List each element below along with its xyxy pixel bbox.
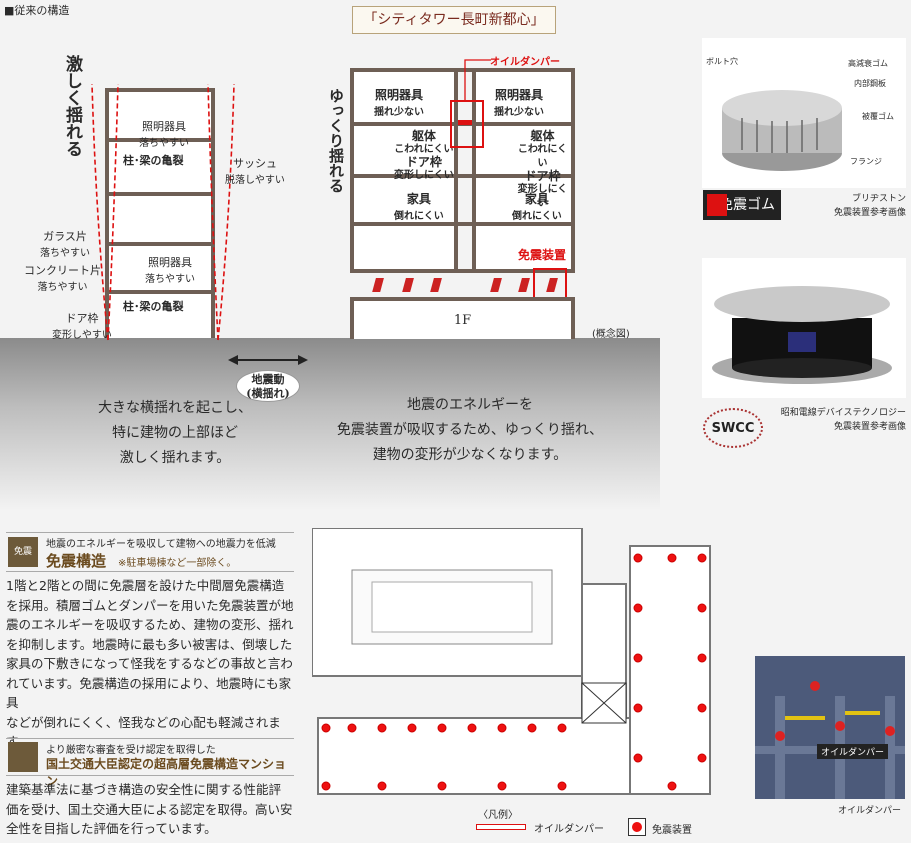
concrete-label: コンクリート片 xyxy=(24,264,101,277)
isolation-icon: 免震 xyxy=(8,537,38,567)
oil-damper-icon xyxy=(458,120,472,125)
light-label: 照明器具 xyxy=(142,120,186,133)
section1-body: 1階と2階との間に免震層を設けた中間層免震構造を採用。積層ゴムとダンパーを用いた… xyxy=(6,578,294,749)
glass-label: ガラス片 xyxy=(43,230,87,243)
floor-plan xyxy=(312,528,711,795)
page-title: 「シティタワー長町新都心」 xyxy=(352,6,556,34)
sway-lines xyxy=(91,83,235,341)
isolator-label: 免震装置 xyxy=(518,248,567,262)
lead-bearing-photo xyxy=(702,258,906,398)
damper-highlight xyxy=(450,100,484,148)
section2-body: 建築基準法に基づき構造の安全性に関する性能評価を受け、国土交通大臣による認定を取… xyxy=(6,782,293,836)
isolator-icons xyxy=(372,278,558,292)
rubber-bearing-photo: ボルト穴 高減衰ゴム 内部鋼板 被覆ゴム フランジ xyxy=(702,38,906,188)
bridgestone-logo: 免震ゴム xyxy=(703,190,781,220)
caption-right: 地震のエネルギーを免震装置が吸収するため、ゆっくり揺れ、建物の変形が少なくなりま… xyxy=(336,397,604,463)
isolator-highlight xyxy=(533,268,567,300)
concept-note: (概念図) xyxy=(592,329,630,340)
section1-header: 免震 地震のエネルギーを吸収して建物への地震力を低減 免震構造 ※駐車場棟など一… xyxy=(6,532,294,572)
legend-damper-label: オイルダンパー xyxy=(534,824,604,835)
photo3-caption: オイルダンパー xyxy=(838,806,902,816)
oil-damper-tag: オイルダンパー xyxy=(817,744,889,759)
section2-header: より厳密な審査を受け認定を取得した 国土交通大臣認定の超高層免震構造マンション xyxy=(6,738,294,788)
legend-isolator-icon xyxy=(628,818,646,836)
door-label: ドア枠 xyxy=(65,312,99,325)
certificate-icon xyxy=(8,742,38,772)
crack-label: 柱･梁の亀裂 xyxy=(123,154,184,167)
legend-isolator-label: 免震装置 xyxy=(652,825,692,836)
caption-left: 大きな横揺れを起こし、特に建物の上部ほど激しく揺れます。 xyxy=(98,400,252,466)
legend-title: 〈凡例〉 xyxy=(478,810,518,821)
shake-label: 激しく揺れる xyxy=(62,55,82,157)
photo2-caption: 昭和電線デバイステクノロジー免震装置参考画像 xyxy=(780,408,906,432)
legend-damper-icon xyxy=(476,824,526,830)
section-header: ■従来の構造 xyxy=(4,4,70,17)
sash-label: サッシュ xyxy=(232,157,277,170)
swcc-logo: SWCC xyxy=(703,408,763,448)
oil-damper-label: オイルダンパー xyxy=(490,57,560,68)
oil-damper-photo: オイルダンパー xyxy=(755,656,905,799)
ground xyxy=(0,338,660,510)
quake-badge: 地震動(横揺れ) xyxy=(236,370,300,402)
right-building: 照明器具揺れ少ない 照明器具揺れ少ない 躯体こわれにくいドア枠変形しにくい 躯体… xyxy=(350,68,575,273)
damper-leader xyxy=(464,59,491,100)
quake-arrow-icon xyxy=(228,355,308,365)
slow-label: ゆっくり揺れる xyxy=(327,88,345,193)
first-floor: 1F xyxy=(350,297,575,339)
left-building: 照明器具落ちやすい 柱･梁の亀裂 照明器具落ちやすい 柱･梁の亀裂 xyxy=(105,88,215,338)
photo1-caption: ブリヂストン免震装置参考画像 xyxy=(833,194,906,218)
